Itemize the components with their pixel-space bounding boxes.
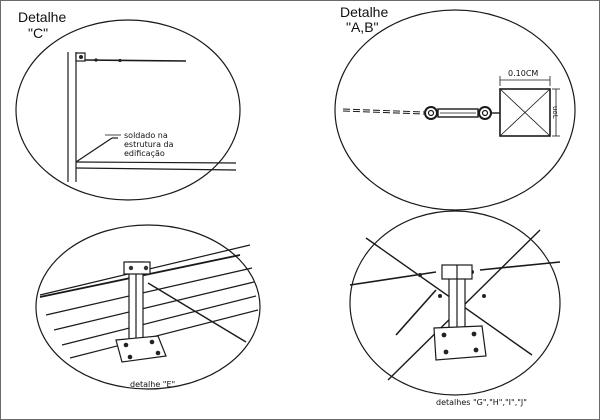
detail-e-drawing: [35, 224, 261, 390]
detail-e-caption: detalhe "E": [130, 380, 176, 389]
detail-c-circle: [15, 19, 241, 201]
detail-e-circle: [35, 224, 261, 390]
detail-ab-drawing: [334, 9, 576, 211]
detail-c-title-letter: "C": [28, 25, 49, 41]
detail-c-note-line2: estrutura da: [124, 140, 174, 149]
detail-ab-height-label: uoL: [551, 106, 559, 119]
detail-ab-circle: [334, 9, 576, 211]
detail-ab-eye-right: [478, 106, 492, 120]
detail-c-slab-top: [75, 161, 237, 164]
detail-g-caption: detalhes "G","H","I","J": [436, 398, 527, 407]
detail-ab-title-letters: "A,B": [346, 19, 379, 35]
detail-ab-title: Detalhe: [340, 4, 389, 20]
detail-e-baseplate: [115, 335, 167, 363]
detail-ab-eye-left: [424, 106, 438, 120]
detail-ab-width-label: 0.10CM: [508, 69, 539, 78]
detail-ab-plate: [499, 88, 551, 137]
detail-g-baseplate: [433, 325, 487, 361]
detail-c-slab-bottom: [75, 167, 237, 171]
detail-c-title: Detalhe: [18, 9, 67, 25]
detail-g-circle: [349, 210, 561, 396]
detail-c-drawing: [15, 19, 241, 201]
detail-c-note-line3: edificação: [124, 149, 165, 158]
detail-c-note-line1: soldado na: [124, 131, 168, 140]
detail-g-drawing: [349, 210, 561, 396]
detail-c-cable: [84, 59, 187, 62]
